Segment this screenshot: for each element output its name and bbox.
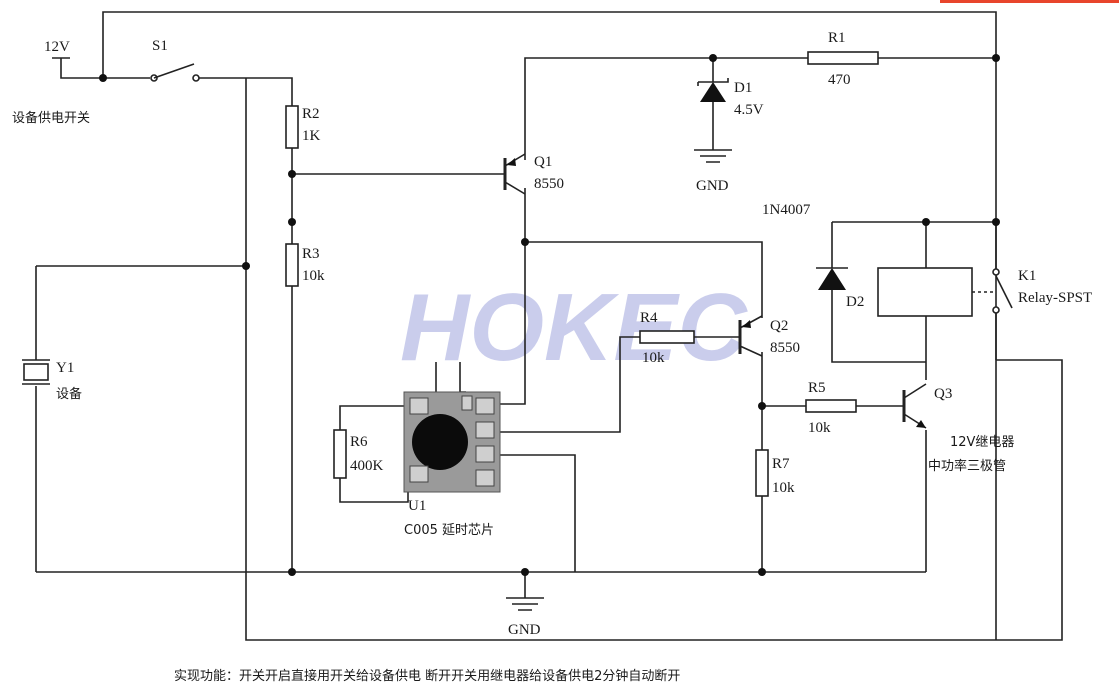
- label-r2-value: 1K: [302, 128, 321, 144]
- chip-u1: [403, 391, 501, 493]
- resistor-r2: [285, 105, 299, 149]
- diode-d2: [816, 267, 848, 290]
- label-k1-value: Relay-SPST: [1018, 290, 1092, 306]
- label-q1: Q1: [534, 154, 552, 170]
- label-q2: Q2: [770, 318, 788, 334]
- label-r5: R5: [808, 380, 826, 396]
- ground-bottom-icon: [506, 597, 544, 611]
- label-r7-value: 10k: [772, 480, 795, 496]
- label-d2: D2: [846, 294, 864, 310]
- label-12v: 12V: [44, 39, 70, 55]
- relay-k1-contact: [992, 268, 1013, 314]
- label-supply-switch: 设备供电开关: [12, 110, 90, 126]
- label-s1: S1: [152, 38, 168, 54]
- label-q3-note1: 12V继电器: [950, 435, 1014, 450]
- relay-coil: [877, 267, 973, 317]
- watermark: HOKEC: [400, 274, 748, 381]
- transistor-q2: [738, 315, 763, 357]
- label-y1-value: 设备: [56, 386, 82, 402]
- label-q2-value: 8550: [770, 340, 800, 356]
- label-r7: R7: [772, 456, 790, 472]
- resistor-r1: [807, 51, 879, 65]
- label-r5-value: 10k: [808, 420, 831, 436]
- caption: 实现功能：开关开启直接用开关给设备供电 断开开关用继电器给设备供电2分钟自动断开: [174, 668, 680, 684]
- label-q3-note2: 中功率三极管: [928, 458, 1006, 474]
- label-y1: Y1: [56, 360, 74, 376]
- resistor-r6: [333, 429, 347, 479]
- label-q1-value: 8550: [534, 176, 564, 192]
- label-r3: R3: [302, 246, 320, 262]
- label-r3-value: 10k: [302, 268, 325, 284]
- zener-d1: [697, 78, 729, 102]
- label-r6-value: 400K: [350, 458, 384, 474]
- device-y1: [22, 359, 50, 385]
- label-gnd-top: GND: [696, 178, 729, 194]
- label-u1: U1: [408, 498, 426, 514]
- resistor-r5: [805, 399, 857, 413]
- accent-bar: [940, 0, 1119, 3]
- label-q3: Q3: [934, 386, 952, 402]
- label-d1-value: 4.5V: [734, 102, 764, 118]
- label-r4: R4: [640, 310, 658, 326]
- label-1n4007: 1N4007: [762, 202, 811, 218]
- junctions: [99, 54, 1000, 576]
- resistor-r3: [285, 243, 299, 287]
- label-r1: R1: [828, 30, 846, 46]
- wires: [35, 11, 1063, 641]
- label-k1: K1: [1018, 268, 1036, 284]
- label-r4-value: 10k: [642, 350, 665, 366]
- resistor-r7: [755, 449, 769, 497]
- label-gnd-bottom: GND: [508, 622, 541, 638]
- ground-top-icon: [694, 149, 732, 163]
- switch-s1: [150, 63, 200, 82]
- label-u1-value: C005 延时芯片: [404, 523, 494, 538]
- label-r1-value: 470: [828, 72, 851, 88]
- transistor-q3: [902, 383, 927, 429]
- label-r6: R6: [350, 434, 368, 450]
- resistor-r4: [639, 330, 695, 344]
- label-d1: D1: [734, 80, 752, 96]
- label-r2: R2: [302, 106, 320, 122]
- transistor-q1: [503, 153, 526, 195]
